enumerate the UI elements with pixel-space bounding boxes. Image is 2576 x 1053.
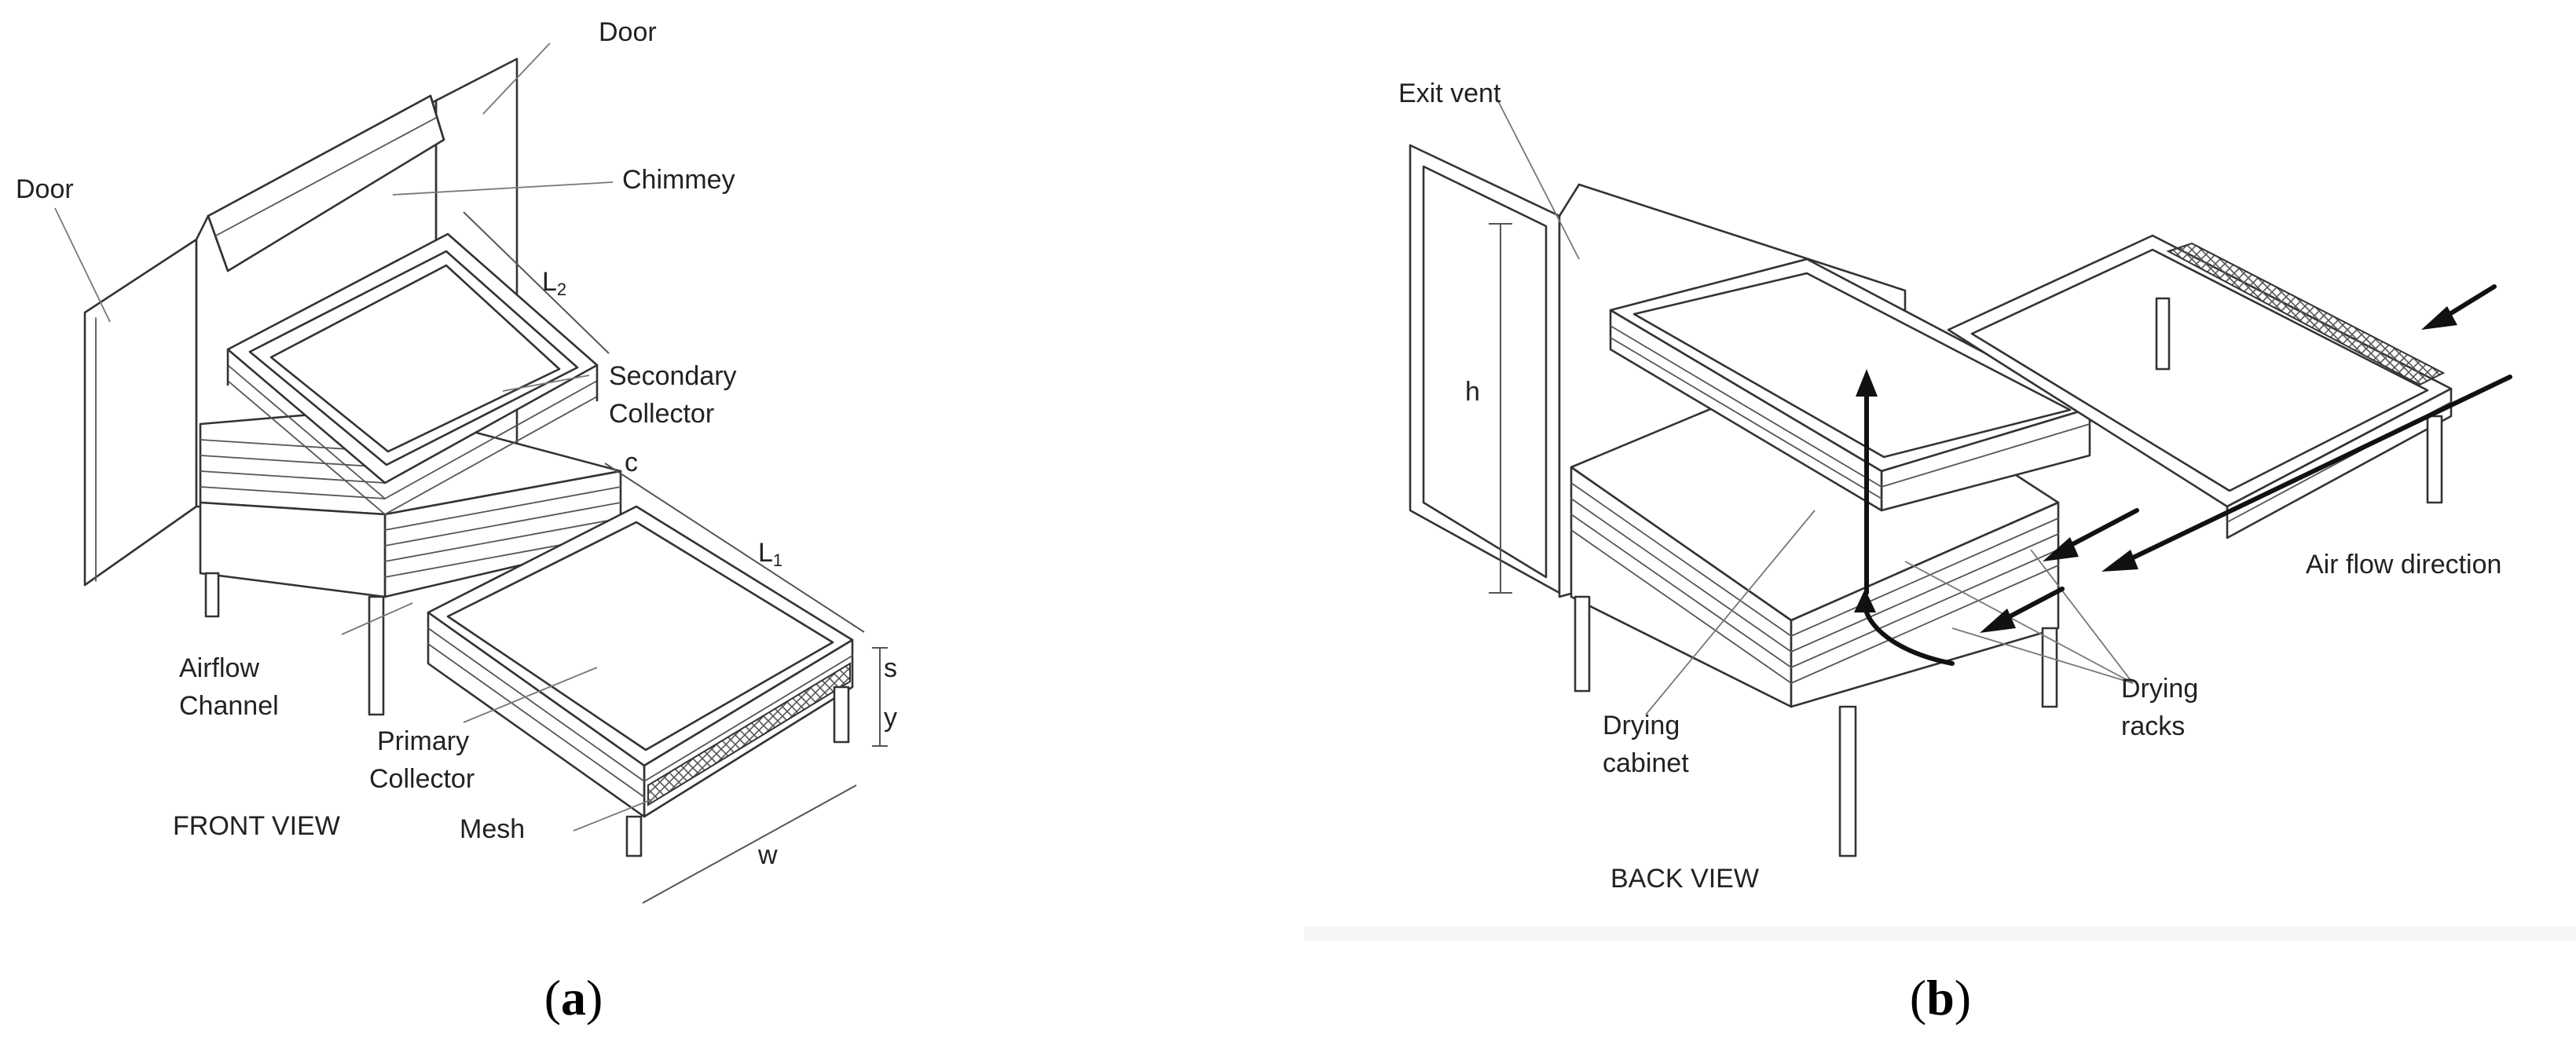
label-c: c: [625, 448, 638, 477]
height-dimension: [1489, 223, 1512, 594]
label-l1: L1: [758, 538, 782, 570]
back-collector-frame: [1947, 234, 2453, 539]
label-l2: L2: [542, 267, 566, 299]
panel-b-leader-lines: [1496, 97, 2134, 715]
label-primary-collector-line1: Primary: [377, 726, 469, 756]
label-primary-collector-line2: Collector: [369, 764, 475, 794]
label-airflow-channel-line1: Airflow: [179, 653, 259, 683]
label-h: h: [1465, 377, 1480, 407]
label-drying-cabinet-line2: cabinet: [1603, 748, 1689, 778]
drying-cabinet-box: [1570, 356, 2060, 857]
label-airflow-channel-line2: Channel: [179, 691, 279, 721]
label-drying-cabinet-line1: Drying: [1603, 711, 1680, 740]
label-back-view: BACK VIEW: [1610, 864, 1759, 894]
label-secondary-collector-line2: Collector: [609, 399, 714, 429]
left-door-panel: [83, 238, 198, 587]
mesh-strip: [647, 662, 851, 806]
caption-a: (a): [544, 970, 603, 1026]
air-flow-arrows: [1854, 284, 2512, 666]
label-air-flow-direction: Air flow direction: [2306, 550, 2501, 580]
label-drying-racks-line2: racks: [2121, 711, 2185, 741]
label-front-view: FRONT VIEW: [173, 811, 340, 841]
caption-b: (b): [1910, 970, 1971, 1026]
label-chimney: Chimmey: [622, 165, 735, 195]
label-door-left: Door: [16, 174, 74, 204]
label-exit-vent: Exit vent: [1398, 79, 1501, 108]
chimney: [207, 94, 445, 272]
label-y: y: [884, 703, 897, 733]
back-door-panel: [1409, 144, 1561, 594]
panel-b-back-view: Exit vent h Air flow direction Drying ca…: [1304, 79, 2576, 1026]
label-s: s: [884, 653, 897, 683]
panel-a-leader-lines: [54, 42, 653, 832]
panel-a-front-view: Door Door Chimmey L2 Secondary Collector…: [16, 17, 897, 1026]
panel-a-dimension-lines: [463, 211, 888, 904]
label-w: w: [757, 840, 778, 870]
label-mesh: Mesh: [460, 814, 525, 844]
primary-collector: [427, 505, 854, 857]
secondary-collector: [226, 232, 599, 515]
label-secondary-collector-line1: Secondary: [609, 361, 737, 391]
label-drying-racks-line1: Drying: [2121, 674, 2198, 704]
panel-b-background: [1304, 927, 2576, 941]
label-door-top: Door: [599, 17, 657, 47]
